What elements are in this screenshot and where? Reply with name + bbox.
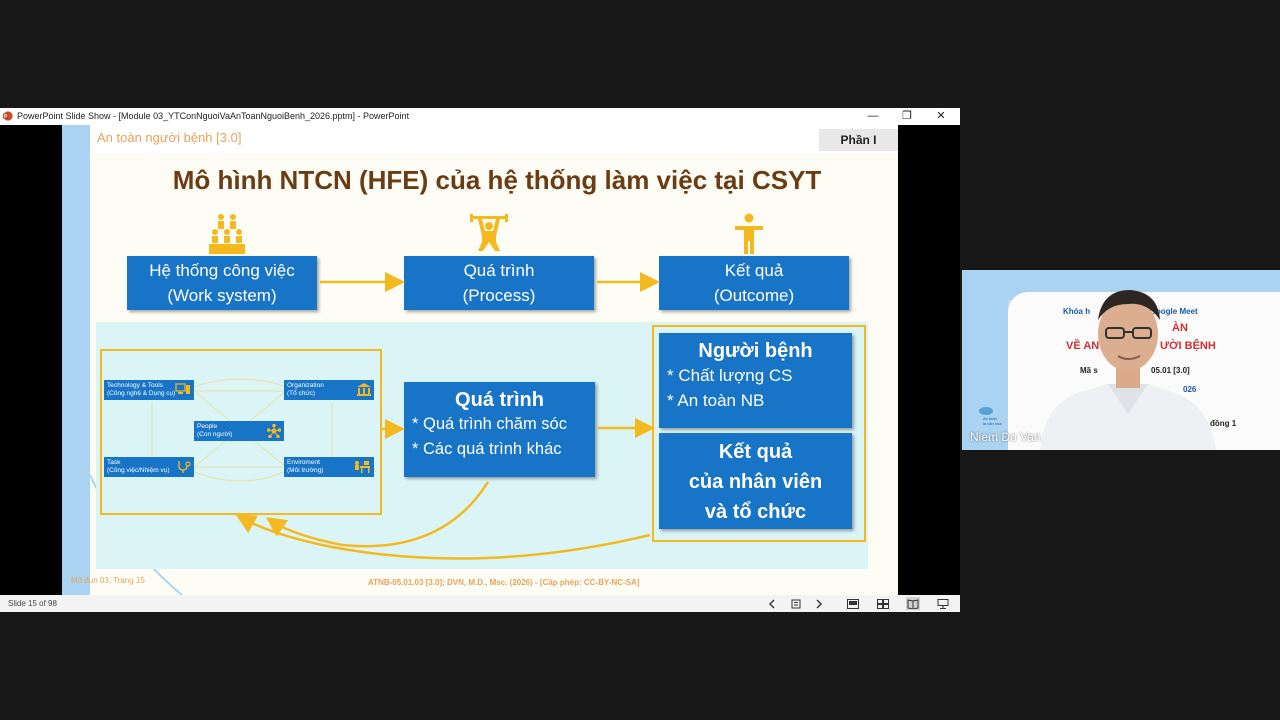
slide-counter: Slide 15 of 98 [8,599,57,608]
status-bar: Slide 15 of 98 [0,595,960,612]
grid-icon [877,599,889,609]
previous-slide-button[interactable] [765,597,779,610]
next-slide-button[interactable] [812,597,826,610]
reading-view-icon [907,599,919,609]
powerpoint-window: P PowerPoint Slide Show - [Module 03_YTC… [0,108,960,612]
sorter-view-button[interactable] [876,597,890,610]
footer-citation: ATNB-05.01.03 [3.0]; DVN, M.D., Msc. (20… [368,578,639,587]
powerpoint-icon: P [3,111,13,121]
normal-view-icon [847,599,859,609]
footer-page: Mô đun 03, Trang 15 [71,576,145,585]
feedback-arrows [62,125,898,595]
slideshow-view-button[interactable] [936,597,950,610]
reading-view-button[interactable] [906,597,920,610]
presenter-video [1030,284,1220,450]
slide[interactable]: An toàn người bệnh [3.0] Phần I Mô hình … [62,125,898,595]
slide-area: An toàn người bệnh [3.0] Phần I Mô hình … [0,125,960,595]
webcam-logo-text-2: là văn hóa [983,421,1001,426]
chevron-right-icon [815,599,823,609]
normal-view-button[interactable] [846,597,860,610]
minimize-button[interactable]: — [856,108,890,125]
book-icon [791,599,801,609]
presentation-icon [937,599,949,609]
participant-name: Niem Do Van [970,430,1040,444]
title-bar: P PowerPoint Slide Show - [Module 03_YTC… [0,108,960,125]
logo-icon [978,406,994,416]
chevron-left-icon [768,599,776,609]
slide-sorter-button[interactable] [789,597,803,610]
maximize-button[interactable]: ❐ [890,108,924,125]
webcam-tile[interactable]: Khóa h a Google Meet ÀN VỀ AN ƯỜI BỆNH M… [962,270,1280,450]
close-button[interactable]: ✕ [924,108,958,125]
window-title: PowerPoint Slide Show - [Module 03_YTCon… [17,111,409,121]
